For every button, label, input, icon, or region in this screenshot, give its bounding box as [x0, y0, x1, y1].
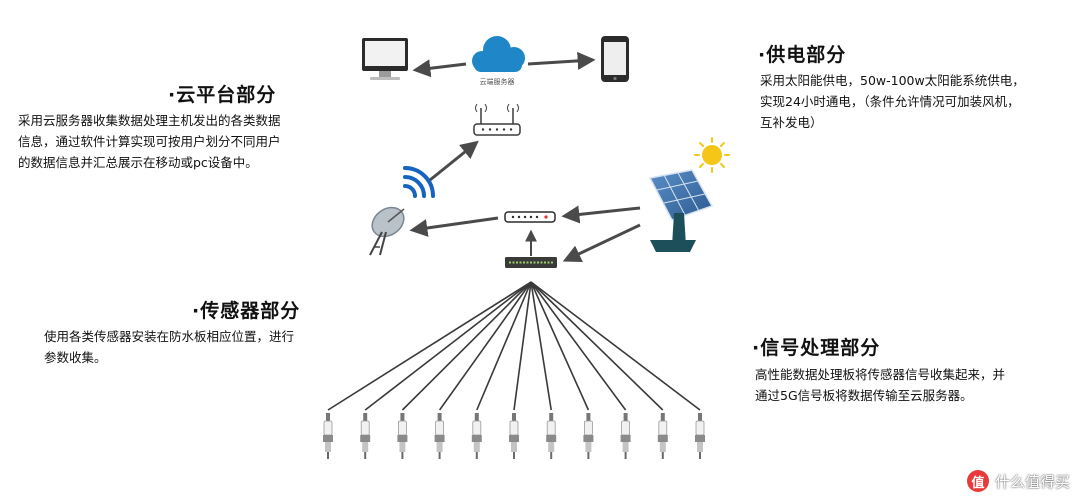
- sensor-probe-icon: [695, 413, 705, 459]
- sun-icon: [694, 137, 730, 173]
- sensor-section-title: ·传感器部分: [192, 300, 301, 322]
- watermark-text: 什么值得买: [994, 472, 1070, 491]
- signal-section-title: ·信号处理部分: [752, 337, 881, 359]
- signal-section-description: 高性能数据处理板将传感器信号收集起来，并通过5G信号板将数据传输至云服务器。: [755, 367, 1006, 403]
- power-section-title: ·供电部分: [758, 44, 847, 66]
- cloud-section-title: ·云平台部分: [168, 84, 277, 106]
- sensor-wire: [327, 281, 532, 411]
- board-to-dish-arrow: [409, 216, 499, 237]
- router-icon: [473, 103, 521, 136]
- sensor-probe-icon: [323, 413, 333, 459]
- cloud-server-icon: [472, 36, 525, 72]
- sensor-wire: [438, 281, 532, 411]
- sensor-probe-icon: [620, 413, 631, 459]
- sensor-wires: [327, 281, 701, 411]
- dish-to-router-arrow: [429, 140, 479, 182]
- solar-panel-icon: [648, 169, 714, 252]
- watermark: 值 什么值得买: [966, 470, 1070, 492]
- wireless-signal-icon: [403, 166, 435, 198]
- signal-board-5g-icon: [504, 211, 556, 223]
- sensor-wire: [513, 281, 532, 411]
- smartphone-icon: [601, 36, 629, 82]
- sensor-probe-icon: [434, 413, 445, 459]
- watermark-logo-icon: 值: [966, 470, 989, 492]
- sensor-probe-icon: [657, 413, 668, 459]
- sensor-row: [323, 413, 705, 459]
- cloud-to-phone-arrow: [527, 51, 596, 70]
- sensor-probe-icon: [360, 413, 371, 459]
- sensor-probe-icon: [509, 413, 519, 459]
- sensor-probe-icon: [471, 413, 482, 459]
- sensor-wire: [476, 281, 532, 411]
- sensor-probe-icon: [583, 413, 594, 459]
- satellite-dish-icon: [369, 206, 405, 256]
- sensor-section-description: 使用各类传感器安装在防水板相应位置，进行参数收集。: [44, 329, 295, 365]
- sensor-wire: [530, 281, 701, 411]
- sensor-wire: [364, 281, 532, 411]
- solar-to-processor-arrow: [562, 223, 641, 262]
- sensor-wire: [530, 281, 552, 411]
- cloud-section-description: 采用云服务器收集数据处理主机发出的各类数据信息，通过软件计算实现可按用户划分不同…: [18, 113, 281, 170]
- data-processing-board-icon: [505, 257, 557, 268]
- sensor-wire: [530, 281, 664, 411]
- power-section-description: 采用太阳能供电，50w-100w太阳能系统供电，实现24小时通电，（条件允许情况…: [760, 73, 1025, 130]
- sensor-probe-icon: [397, 413, 408, 459]
- cloud-to-desktop-arrow: [412, 59, 467, 78]
- sensor-wire: [401, 281, 532, 411]
- sensor-probe-icon: [546, 413, 557, 459]
- sensor-wire: [530, 281, 590, 411]
- desktop-monitor-icon: [362, 38, 408, 80]
- cloud-server-label: 云端服务器: [480, 77, 515, 86]
- sensor-wire: [530, 281, 627, 411]
- solar-to-board-arrow: [561, 205, 641, 224]
